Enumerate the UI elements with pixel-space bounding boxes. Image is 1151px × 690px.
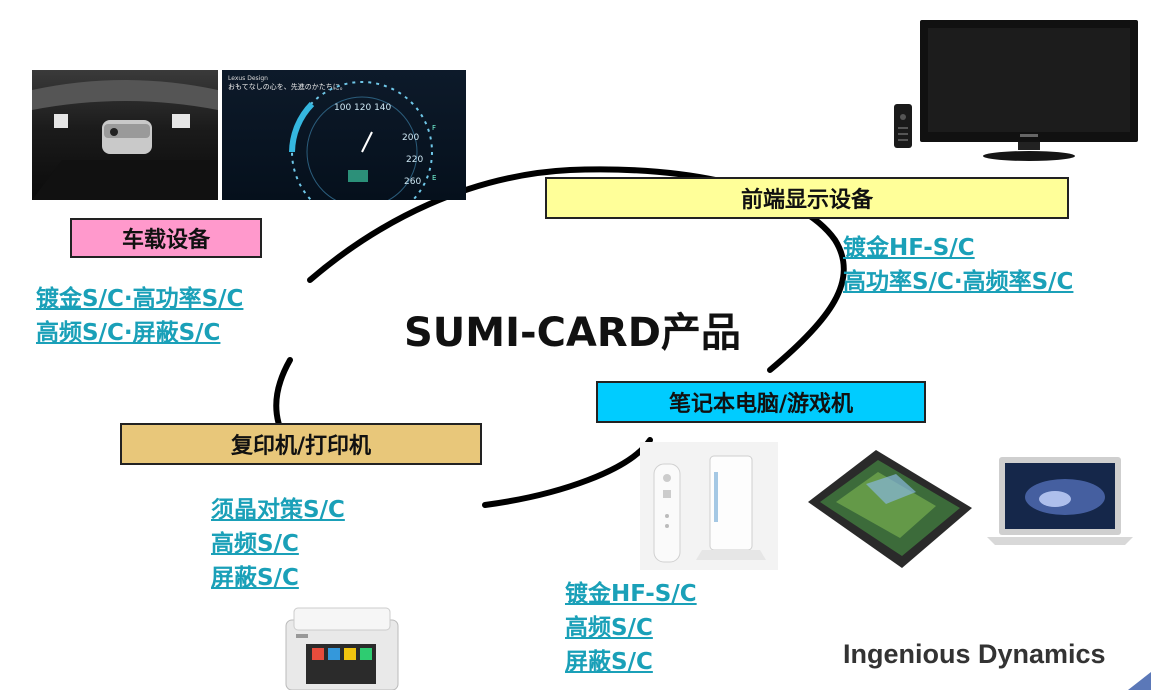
car-dashboard-photo: Lexus Design おもてなしの心を、先進のかたちに。 100 120 1… xyxy=(222,70,466,200)
svg-text:Lexus Design: Lexus Design xyxy=(228,75,268,82)
tv-photo xyxy=(918,18,1140,163)
ellipse-arc-bottom xyxy=(482,437,653,508)
center-title: SUMI-CARD产品 xyxy=(404,310,741,356)
printer-link-2[interactable]: 高频S/C xyxy=(211,531,299,557)
svg-text:おもてなしの心を、先進のかたちに。: おもてなしの心を、先進のかたちに。 xyxy=(228,82,347,91)
svg-text:260: 260 xyxy=(404,177,421,187)
car-camera-photo xyxy=(32,70,218,200)
category-laptop-label: 笔记本电脑/游戏机 xyxy=(596,381,926,423)
category-display-label: 前端显示设备 xyxy=(545,177,1069,219)
macbook-photo xyxy=(985,455,1135,547)
printer-photo xyxy=(278,604,406,690)
svg-text:100 120 140: 100 120 140 xyxy=(334,103,392,113)
car-link-2[interactable]: 高频S/C·屏蔽S/C xyxy=(36,320,221,346)
wii-photo xyxy=(640,442,778,570)
svg-text:200: 200 xyxy=(402,133,419,143)
svg-text:F: F xyxy=(432,124,436,132)
svg-text:220: 220 xyxy=(406,155,423,165)
laptop-link-2[interactable]: 高频S/C xyxy=(565,615,653,641)
display-link-1[interactable]: 镀金HF-S/C xyxy=(843,235,975,261)
car-link-1[interactable]: 镀金S/C·高功率S/C xyxy=(36,286,244,312)
category-car-label: 车载设备 xyxy=(70,218,262,258)
laptop-link-1[interactable]: 镀金HF-S/C xyxy=(565,581,697,607)
brand-text: Ingenious Dynamics xyxy=(843,639,1106,669)
svg-text:E: E xyxy=(432,174,436,182)
laptop-link-3[interactable]: 屏蔽S/C xyxy=(565,649,653,675)
printer-link-3[interactable]: 屏蔽S/C xyxy=(211,565,299,591)
brand-corner-accent xyxy=(1128,672,1151,690)
remote-photo xyxy=(893,103,913,149)
printer-link-1[interactable]: 须晶对策S/C xyxy=(211,497,345,523)
category-printer-label: 复印机/打印机 xyxy=(120,423,482,465)
display-link-2[interactable]: 高功率S/C·高频率S/C xyxy=(843,269,1074,295)
tablet-photo xyxy=(806,444,974,572)
